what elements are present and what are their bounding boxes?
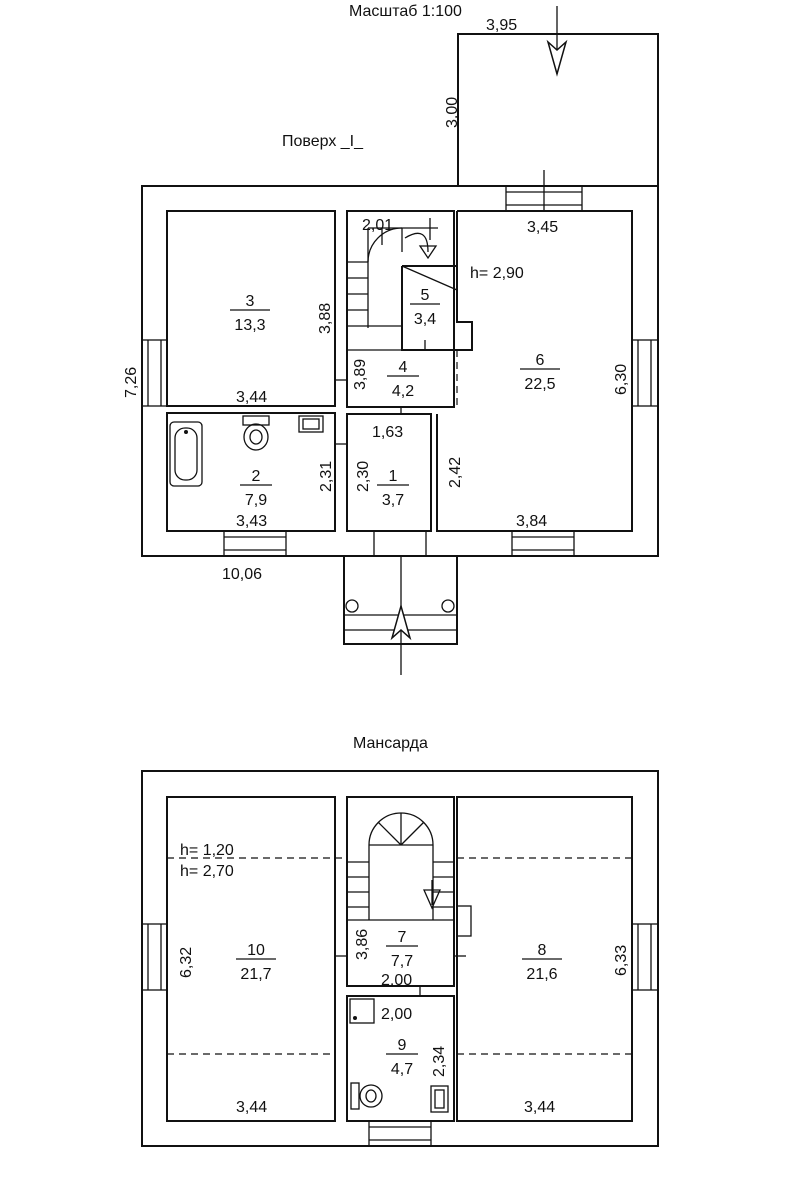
porch (343, 556, 458, 675)
room-2-depth-label: 2,31 (318, 461, 335, 492)
room-3 (166, 210, 336, 407)
room-2-area: 7,9 (245, 492, 267, 509)
room-2-width-label: 3,43 (236, 513, 267, 530)
room-10-depth-label: 6,32 (178, 947, 195, 978)
attic-stair-arrow (422, 889, 442, 910)
room-6-area: 22,5 (524, 376, 555, 393)
window-room-9-bottom (368, 1120, 432, 1147)
staircase (347, 218, 438, 328)
entry-arrow-top (546, 6, 568, 77)
room-4-depth-label: 3,89 (352, 359, 369, 390)
attic-high-height-label: h= 2,70 (180, 863, 234, 880)
floor-1-title: Поверх _І_ (282, 133, 364, 150)
room-9-width-label: 2,00 (381, 1006, 412, 1023)
attic-sink (430, 1085, 449, 1113)
room-3-depth-label: 3,88 (317, 303, 334, 334)
terrace-depth-label: 3,00 (444, 97, 461, 128)
attic-staircase (347, 812, 454, 921)
window-room-6-right (631, 339, 659, 407)
terrace-width-label: 3,95 (486, 17, 517, 34)
attic-plan: Мансарда (141, 735, 659, 1147)
room-6-number: 6 (536, 352, 545, 369)
attic-low-height-label: h= 1,20 (180, 842, 234, 859)
opening-width-label: 3,45 (527, 219, 558, 236)
room-7-number: 7 (398, 929, 407, 946)
window-room-10-left (141, 923, 168, 991)
room-5 (401, 265, 473, 351)
ceiling-height-label: h= 2,90 (470, 265, 524, 282)
room-3-width-label: 3,44 (236, 389, 267, 406)
scale-label: Масштаб 1:100 (349, 3, 462, 20)
room-7-depth-label: 3,86 (354, 929, 371, 960)
room-8-width-label: 3,44 (524, 1099, 555, 1116)
stair-direction-arrow (404, 232, 429, 253)
room-9-number: 9 (398, 1037, 407, 1054)
room-1-area: 3,7 (382, 492, 404, 509)
window-room-3-left (141, 339, 168, 407)
room-7-width-label: 2,00 (381, 972, 412, 989)
room-3-number: 3 (246, 293, 255, 310)
window-room-8-right (631, 923, 659, 991)
room-4-area: 4,2 (392, 383, 414, 400)
room-5-number: 5 (421, 287, 430, 304)
room-2-number: 2 (252, 468, 261, 485)
toilet (242, 415, 270, 451)
room-8-depth-label: 6,33 (613, 945, 630, 976)
shower-cabin (349, 998, 375, 1024)
room-1-width-label: 1,63 (372, 424, 403, 441)
room-10-width-label: 3,44 (236, 1099, 267, 1116)
entrance-door (373, 530, 427, 557)
room-6-width-label: 3,84 (516, 513, 547, 530)
bathtub (169, 421, 203, 487)
window-room-6-bottom (511, 530, 575, 557)
terrace: 3,95 3,00 (444, 6, 659, 186)
room-10-area: 21,7 (240, 966, 271, 983)
room-8-area: 21,6 (526, 966, 557, 983)
room-4-number: 4 (399, 359, 408, 376)
room-6 (436, 210, 633, 532)
room-6-depth-label: 6,30 (613, 364, 630, 395)
room-6-side-label: 2,42 (447, 457, 464, 488)
room-8-number: 8 (538, 942, 547, 959)
room-1-number: 1 (389, 468, 398, 485)
room-10-number: 10 (247, 942, 265, 959)
attic-toilet (350, 1082, 383, 1110)
room-5-area: 3,4 (414, 311, 436, 328)
entry-arrow-bottom (390, 603, 412, 641)
window-room-2-bottom (223, 530, 287, 557)
attic-title: Мансарда (353, 735, 428, 752)
room-1-depth-label: 2,30 (355, 461, 372, 492)
floor-1-plan: Поверх _І_ 3,95 3,00 (123, 6, 659, 675)
room-9-area: 4,7 (391, 1061, 413, 1078)
room-6-open-boundary (430, 350, 458, 408)
overall-depth-label: 7,26 (123, 367, 140, 398)
stair-width-label: 2,01 (362, 217, 393, 234)
room-3-area: 13,3 (234, 317, 265, 334)
room-9-depth-label: 2,34 (431, 1046, 448, 1077)
room-7-area: 7,7 (391, 953, 413, 970)
sink (298, 415, 324, 433)
overall-width-label: 10,06 (222, 566, 262, 583)
